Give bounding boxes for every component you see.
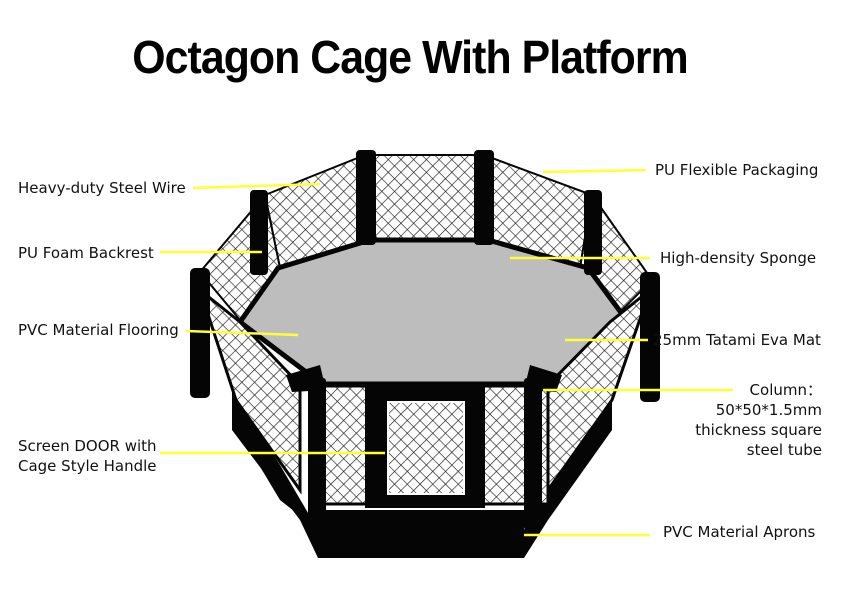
screen-door [372, 386, 478, 508]
cage-columns [190, 150, 660, 530]
label-pu-packaging: PU Flexible Packaging [655, 161, 819, 179]
label-pvc-flooring: PVC Material Flooring [18, 321, 179, 339]
label-sponge: High-density Sponge [660, 249, 817, 267]
label-column-line1: Column： [749, 381, 822, 399]
label-column-line4: steel tube [746, 441, 822, 459]
label-aprons: PVC Material Aprons [663, 523, 816, 541]
label-column-line2: 50*50*1.5mm [715, 401, 822, 419]
leader-pvc-flooring [185, 329, 299, 337]
leader-pu-packaging [542, 168, 647, 174]
label-screen-door-line2: Cage Style Handle [18, 457, 157, 475]
label-column: Column： 50*50*1.5mm thickness square ste… [690, 380, 822, 460]
label-foam-backrest: PU Foam Backrest [18, 244, 154, 262]
leader-lines [160, 168, 733, 537]
label-column-line3: thickness square [695, 421, 822, 439]
page-title: Octagon Cage With Platform [132, 31, 688, 83]
label-tatami: 25mm Tatami Eva Mat [653, 331, 821, 349]
leader-steel-wire [192, 182, 321, 190]
label-steel-wire: Heavy-duty Steel Wire [18, 179, 186, 197]
label-screen-door-line1: Screen DOOR with [18, 437, 157, 455]
label-screen-door: Screen DOOR with Cage Style Handle [18, 436, 157, 476]
